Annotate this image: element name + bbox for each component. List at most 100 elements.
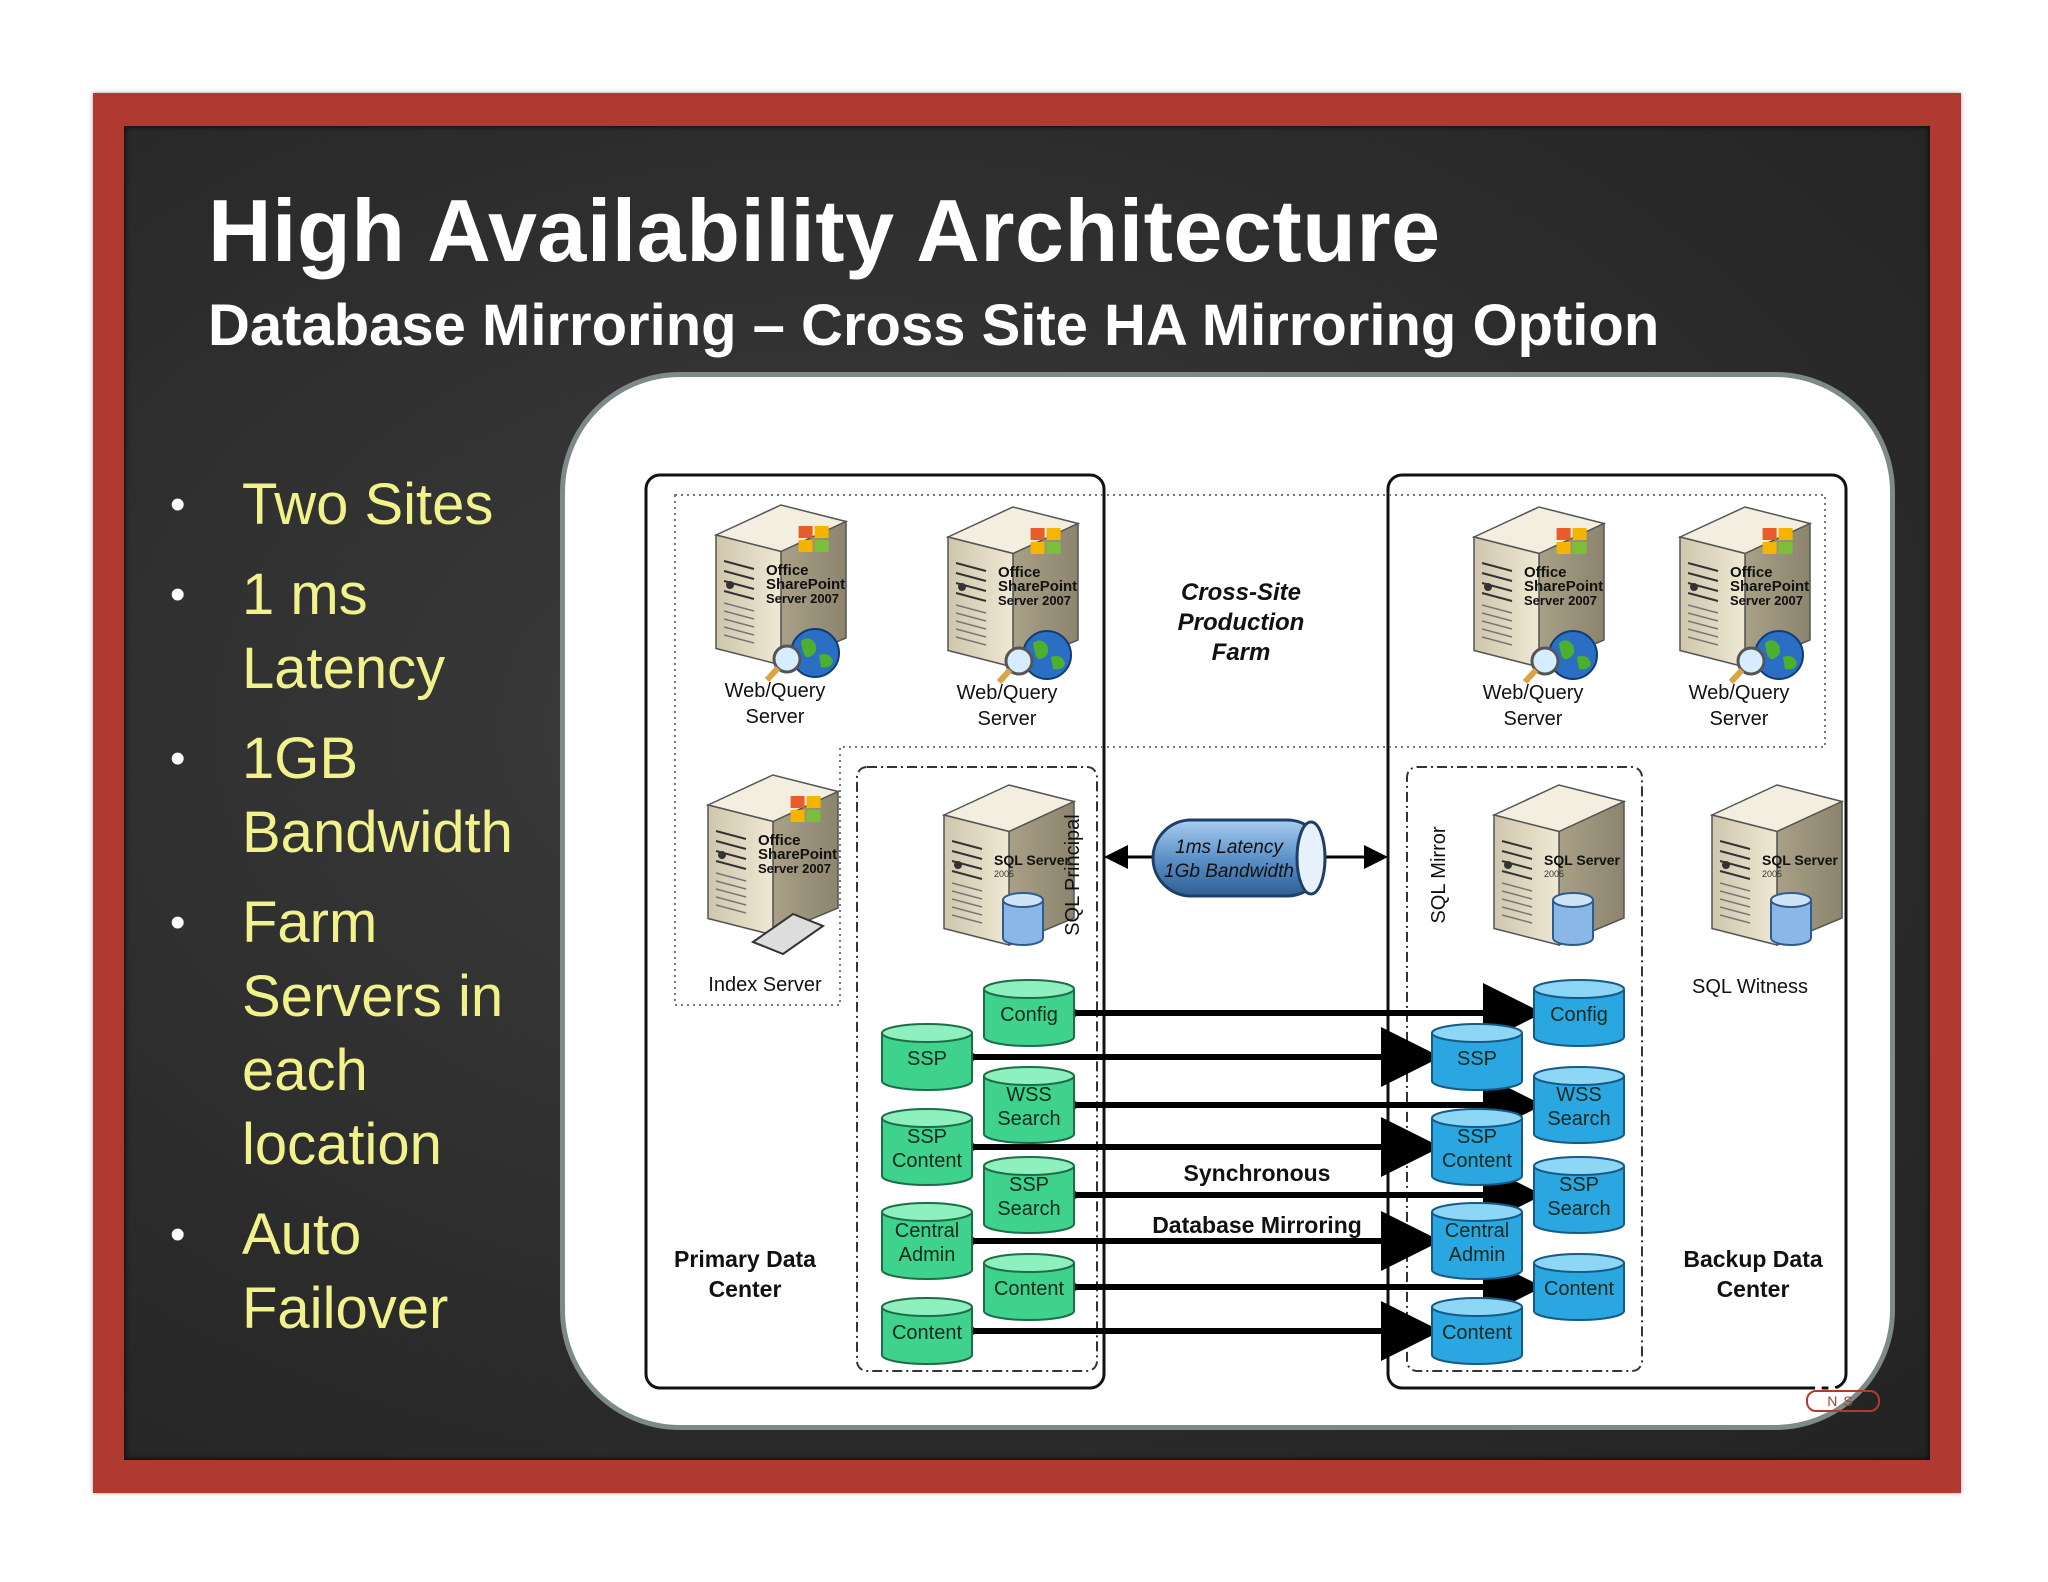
bullet-item: • 1 ms Latency (160, 558, 580, 706)
bullet-dot-icon: • (170, 468, 185, 542)
bullet-item: • Farm Servers in each location (160, 886, 580, 1182)
link-label: 1Gb Bandwidth (1164, 861, 1294, 882)
architecture-diagram: Cross-SiteProductionFarmOfficeSharePoint… (565, 377, 1895, 1430)
db-label: Content (892, 1322, 962, 1344)
server-label: SQL Witness (1692, 976, 1808, 998)
bullet-dot-icon: • (170, 886, 185, 960)
db-label: Content (1442, 1150, 1512, 1172)
db-label: Central (1445, 1220, 1509, 1242)
db-label: SSP (1457, 1126, 1497, 1148)
mirror-db-icon: Content (1534, 1254, 1624, 1320)
db-label: Central (895, 1220, 959, 1242)
bullet-item: • Auto Failover (160, 1198, 580, 1346)
svg-text:Server 2007: Server 2007 (1524, 593, 1597, 608)
primary-site-label: Primary Data (674, 1246, 816, 1272)
backup-site-label: Center (1717, 1276, 1790, 1302)
db-label: SSP (1457, 1048, 1497, 1070)
db-label: Admin (899, 1244, 956, 1266)
db-label: WSS (1006, 1084, 1052, 1106)
svg-text:2005: 2005 (1544, 869, 1564, 879)
server-label: Server (1710, 708, 1769, 730)
bullet-text: 1GB Bandwidth (242, 726, 513, 865)
db-label: Search (1547, 1198, 1610, 1220)
db-label: Content (994, 1278, 1064, 1300)
primary-db-icon: Content (882, 1298, 972, 1364)
db-label: SSP (907, 1048, 947, 1070)
sync-label: Database Mirroring (1152, 1212, 1362, 1238)
server-label: Server (1504, 708, 1563, 730)
server-label: Server (978, 708, 1037, 730)
db-label: Admin (1449, 1244, 1506, 1266)
db-label: Config (1000, 1004, 1058, 1026)
svg-text:SQL Server: SQL Server (1762, 852, 1839, 868)
sync-label: Synchronous (1184, 1160, 1331, 1186)
db-label: WSS (1556, 1084, 1602, 1106)
slide-subtitle: Database Mirroring – Cross Site HA Mirro… (208, 292, 1659, 359)
bullet-text: Farm Servers in each location (242, 890, 503, 1177)
server-label: Index Server (708, 974, 822, 996)
server-label: Web/Query (1689, 682, 1790, 704)
bullet-dot-icon: • (170, 1198, 185, 1272)
bullet-item: • 1GB Bandwidth (160, 722, 580, 870)
link-pipe-end (1297, 822, 1325, 894)
mirror-db-icon: Config (1534, 980, 1624, 1046)
mirror-db-icon: SSPSearch (1534, 1157, 1624, 1233)
db-label: Search (1547, 1108, 1610, 1130)
primary-site-label: Center (709, 1276, 782, 1302)
svg-text:Server 2007: Server 2007 (1730, 593, 1803, 608)
db-label: Config (1550, 1004, 1608, 1026)
bullet-text: 1 ms Latency (242, 562, 445, 701)
svg-text:2005: 2005 (1762, 869, 1782, 879)
bullet-list: •Two Sites •1 ms Latency •1GB Bandwidth … (160, 468, 580, 1362)
farm-label: Farm (1212, 639, 1271, 666)
svg-text:Server 2007: Server 2007 (758, 861, 831, 876)
db-label: SSP (1559, 1174, 1599, 1196)
db-label: SSP (907, 1126, 947, 1148)
primary-db-icon: Content (984, 1254, 1074, 1320)
primary-db-icon: SSP (882, 1024, 972, 1090)
bullet-dot-icon: • (170, 558, 185, 632)
db-label: SSP (1009, 1174, 1049, 1196)
bullet-text: Two Sites (242, 472, 493, 537)
server-label: Web/Query (957, 682, 1058, 704)
backup-site-label: Backup Data (1683, 1246, 1823, 1272)
farm-label: Production (1178, 609, 1305, 636)
svg-text:2005: 2005 (994, 869, 1014, 879)
farm-label: Cross-Site (1181, 579, 1301, 606)
bullet-dot-icon: • (170, 722, 185, 796)
svg-text:SQL Server: SQL Server (994, 852, 1071, 868)
bullet-item: • Two Sites (160, 468, 580, 542)
db-label: Content (1544, 1278, 1614, 1300)
server-label: Web/Query (1483, 682, 1584, 704)
bullet-text: Auto Failover (242, 1202, 448, 1341)
sql-principal-label: SQL Principal (1062, 814, 1084, 936)
primary-db-icon: Config (984, 980, 1074, 1046)
mirror-db-icon: SSP (1432, 1024, 1522, 1090)
mirror-db-icon: Content (1432, 1298, 1522, 1364)
sql-mirror-label: SQL Mirror (1428, 826, 1450, 923)
link-label: 1ms Latency (1175, 837, 1284, 858)
svg-text:Server 2007: Server 2007 (766, 591, 839, 606)
primary-db-icon: WSSSearch (984, 1067, 1074, 1143)
db-label: Content (892, 1150, 962, 1172)
company-logo-tagline: NS (1806, 1390, 1880, 1412)
server-label: Server (746, 706, 805, 728)
db-label: Search (997, 1108, 1060, 1130)
db-label: Content (1442, 1322, 1512, 1344)
slide-title: High Availability Architecture (208, 180, 1441, 282)
svg-text:Server 2007: Server 2007 (998, 593, 1071, 608)
db-label: Search (997, 1198, 1060, 1220)
svg-text:SQL Server: SQL Server (1544, 852, 1621, 868)
server-label: Web/Query (725, 680, 826, 702)
